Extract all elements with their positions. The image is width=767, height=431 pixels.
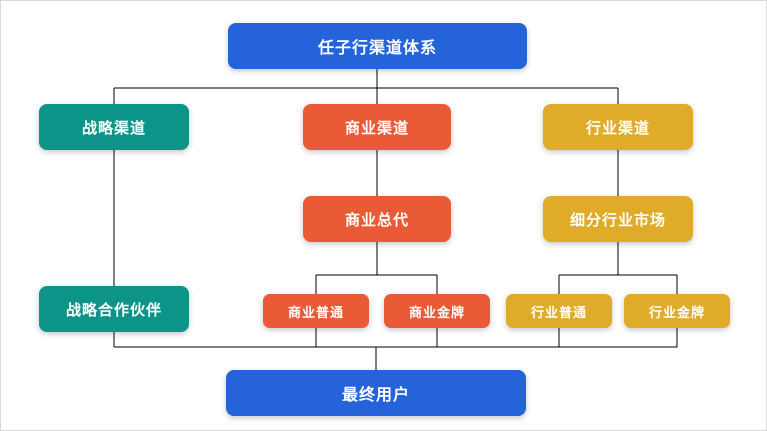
node-label: 任子行渠道体系 (317, 40, 437, 57)
node-industry-normal[interactable]: 行业普通 (506, 294, 612, 328)
node-label: 商业普通 (287, 304, 344, 320)
node-label: 商业总代 (344, 211, 409, 229)
node-end-user[interactable]: 最终用户 (226, 370, 526, 416)
node-label: 行业金牌 (648, 304, 705, 320)
node-label: 战略渠道 (81, 119, 146, 137)
node-label: 最终用户 (341, 387, 410, 404)
node-commercial-gold[interactable]: 商业金牌 (384, 294, 490, 328)
node-strategic-partner[interactable]: 战略合作伙伴 (39, 286, 189, 332)
node-commercial-channel[interactable]: 商业渠道 (303, 104, 451, 150)
node-label: 战略合作伙伴 (65, 301, 162, 319)
node-commercial-agent[interactable]: 商业总代 (303, 196, 451, 242)
node-label: 行业普通 (530, 304, 587, 320)
node-commercial-normal[interactable]: 商业普通 (263, 294, 369, 328)
node-industry-channel[interactable]: 行业渠道 (543, 104, 693, 150)
node-industry-segment[interactable]: 细分行业市场 (543, 196, 693, 242)
node-root[interactable]: 任子行渠道体系 (228, 23, 527, 69)
node-label: 商业金牌 (408, 304, 465, 320)
node-label: 行业渠道 (585, 119, 650, 137)
node-label: 细分行业市场 (569, 211, 666, 229)
connector-edge-group (113, 69, 678, 370)
node-label: 商业渠道 (344, 119, 409, 137)
node-industry-gold[interactable]: 行业金牌 (624, 294, 730, 328)
node-strategic-channel[interactable]: 战略渠道 (39, 104, 189, 150)
